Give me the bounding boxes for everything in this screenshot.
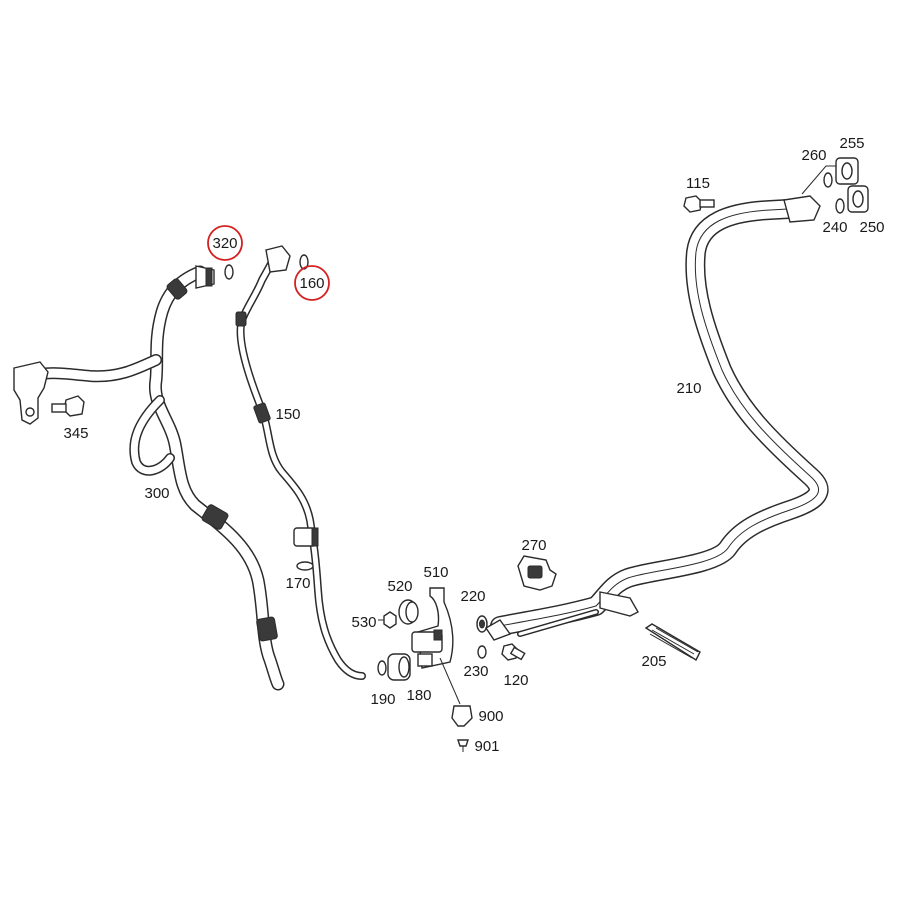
screw-901[interactable] [457, 739, 469, 752]
callout-115[interactable]: 115 [686, 175, 710, 192]
callout-270[interactable]: 270 [521, 537, 546, 554]
o-ring-190[interactable] [377, 660, 387, 676]
bracket-270[interactable] [517, 555, 557, 591]
callout-230[interactable]: 230 [463, 663, 488, 680]
callout-901[interactable]: 901 [474, 738, 499, 755]
pipe-150[interactable] [235, 245, 366, 680]
damper-520[interactable] [398, 599, 419, 625]
leader-900 [439, 657, 461, 705]
clip-900[interactable] [451, 705, 473, 727]
callout-190[interactable]: 190 [370, 691, 395, 708]
pipe-210[interactable] [485, 195, 829, 641]
seal-240[interactable] [835, 198, 845, 214]
bolt-345[interactable] [51, 395, 85, 417]
highlight-circle-160 [294, 265, 330, 301]
callout-300[interactable]: 300 [144, 485, 169, 502]
seal-260[interactable] [823, 172, 833, 188]
callout-120[interactable]: 120 [503, 672, 528, 689]
callout-900[interactable]: 900 [478, 708, 503, 725]
bolt-120[interactable] [501, 643, 526, 661]
callout-210[interactable]: 210 [676, 380, 701, 397]
fitting-220[interactable] [476, 615, 488, 633]
seal-255[interactable] [835, 157, 859, 185]
callout-160[interactable]: 160 [299, 275, 324, 292]
callout-530[interactable]: 530 [351, 614, 376, 631]
callout-150[interactable]: 150 [275, 406, 300, 423]
callout-205[interactable]: 205 [641, 653, 666, 670]
bracket-510[interactable] [411, 587, 454, 669]
callout-180[interactable]: 180 [406, 687, 431, 704]
callout-bracket-260 [801, 165, 838, 195]
cover-205[interactable] [644, 623, 701, 662]
highlight-circle-320 [207, 225, 243, 261]
callout-240[interactable]: 240 [822, 219, 847, 236]
nut-530[interactable] [378, 611, 397, 629]
callout-260[interactable]: 260 [801, 147, 826, 164]
callout-250[interactable]: 250 [859, 219, 884, 236]
callout-520[interactable]: 520 [387, 578, 412, 595]
callout-510[interactable]: 510 [423, 564, 448, 581]
callout-220[interactable]: 220 [460, 588, 485, 605]
callout-345[interactable]: 345 [63, 425, 88, 442]
callout-170[interactable]: 170 [285, 575, 310, 592]
bolt-115[interactable] [683, 195, 715, 213]
o-ring-160[interactable] [299, 254, 309, 270]
o-ring-320[interactable] [224, 264, 234, 280]
seal-250[interactable] [847, 185, 869, 213]
o-ring-170[interactable] [296, 561, 314, 571]
o-ring-230[interactable] [477, 645, 487, 659]
hose-300[interactable] [13, 265, 285, 691]
valve-180[interactable] [387, 653, 411, 681]
callout-320[interactable]: 320 [212, 235, 237, 252]
callout-255[interactable]: 255 [839, 135, 864, 152]
